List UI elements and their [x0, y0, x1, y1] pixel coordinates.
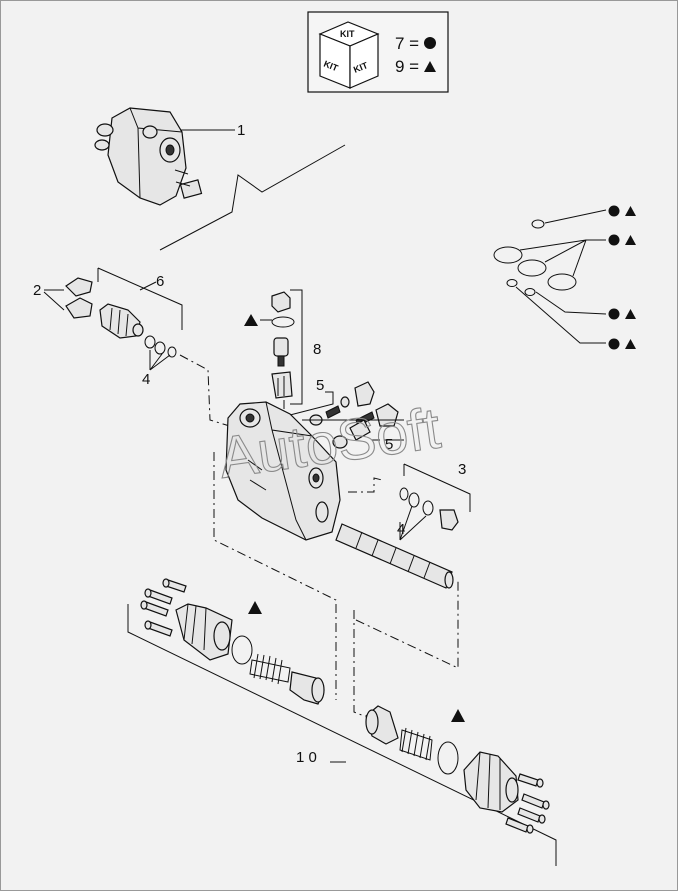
callout-10: 1 0: [296, 749, 317, 766]
callout-1: 1: [237, 122, 245, 139]
part-10-bracket: [127, 604, 557, 866]
kit9-triangle-icon: [424, 61, 436, 72]
left-end-cap-assembly: [140, 578, 325, 705]
kit-legend-box: KIT KIT KIT 7 = 9 =: [307, 11, 449, 93]
alignment-line-left: [213, 452, 337, 700]
kit-cube-label-top: KIT: [340, 29, 355, 39]
callout-5-bottom: 5: [385, 436, 393, 453]
part-5-check-group: [289, 381, 404, 449]
kit9-triangle-icon: [625, 309, 636, 319]
callout-4-left: 4: [142, 371, 150, 388]
screw: [140, 578, 187, 637]
kit9-triangle-icon: [248, 601, 262, 614]
spring: [249, 653, 291, 685]
main-valve-body: [225, 401, 341, 541]
break-line: [159, 144, 346, 251]
callout-5-top: 5: [316, 377, 324, 394]
right-end-cap-assembly: [365, 705, 550, 834]
screw: [505, 773, 550, 834]
kit9-triangle-icon: [625, 339, 636, 349]
kit9-triangle-icon: [625, 206, 636, 216]
part-6-plunger-group: [43, 267, 237, 429]
spring: [399, 727, 433, 761]
alignment-line-right-lower: [353, 610, 365, 717]
kit7-circle-icon: [424, 37, 436, 49]
callout-8: 8: [313, 341, 321, 358]
kit9-triangle-icon: [451, 709, 465, 722]
spool: [335, 523, 454, 589]
kit-cube-icon: KIT KIT KIT: [318, 21, 380, 89]
seal-kit-group: [493, 205, 636, 350]
alignment-line-right: [355, 580, 459, 669]
kit9-triangle-icon: [244, 314, 258, 326]
part-3-seal-group: [348, 463, 471, 541]
kit-legend-9: 9 =: [395, 57, 419, 76]
kit7-circle-icon: [608, 338, 620, 350]
kit9-triangle-icon: [625, 235, 636, 245]
callout-4-right: 4: [397, 521, 405, 538]
kit7-circle-icon: [608, 234, 620, 246]
callout-2: 2: [33, 282, 41, 299]
kit7-circle-icon: [608, 308, 620, 320]
part-1-valve-assembly: [94, 107, 235, 206]
callout-6: 6: [156, 273, 164, 290]
kit-legend-7: 7 =: [395, 34, 419, 53]
kit7-circle-icon: [608, 205, 620, 217]
callout-3: 3: [458, 461, 466, 478]
part-8-relief-group: [244, 289, 303, 420]
